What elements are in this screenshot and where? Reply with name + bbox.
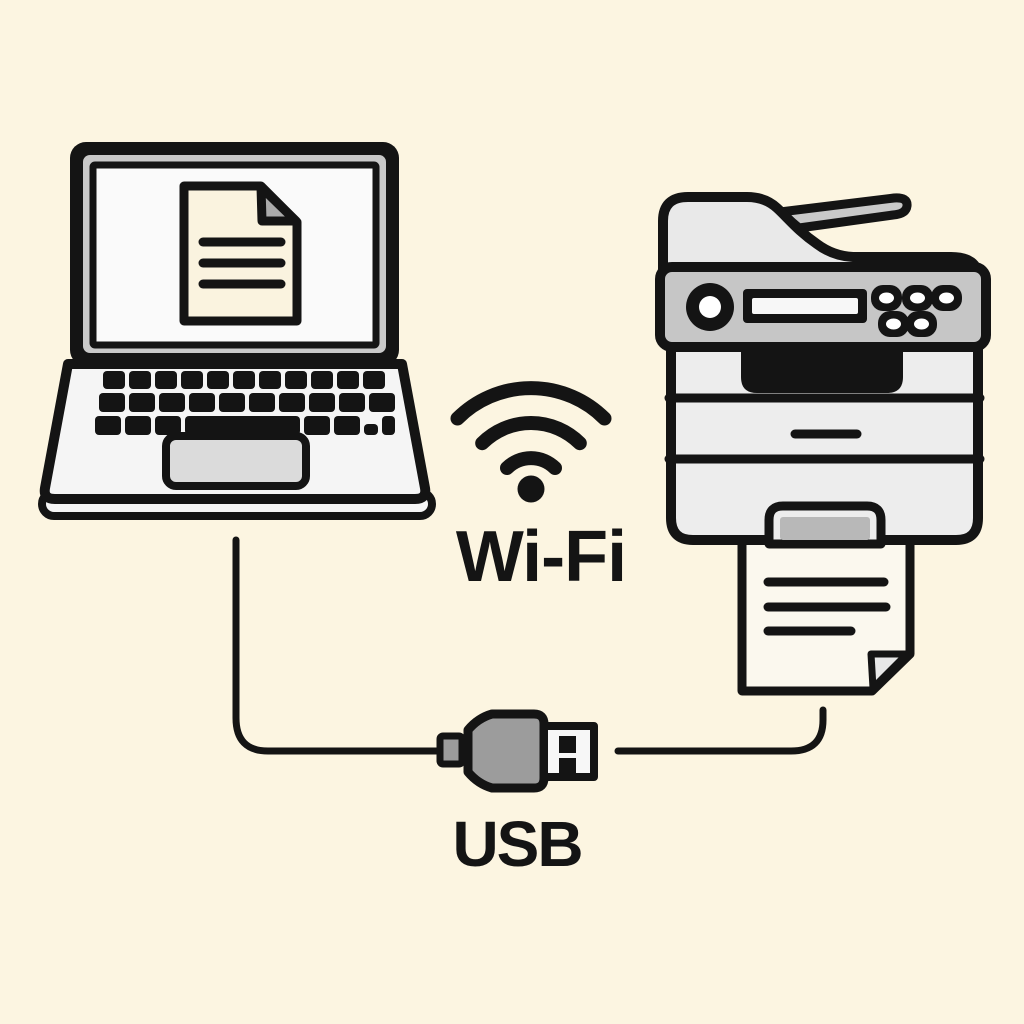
laptop-keyboard — [95, 371, 395, 435]
keyboard-key — [279, 393, 305, 412]
keyboard-spacebar — [185, 416, 300, 435]
wifi-dot — [517, 475, 545, 503]
panel-button-dot — [914, 318, 929, 330]
keyboard-key — [103, 371, 125, 389]
printer-adf-tray — [775, 193, 912, 233]
wifi-arc-inner — [500, 451, 562, 475]
panel-button-dot — [910, 292, 925, 304]
keyboard-key — [129, 393, 155, 412]
printer-display — [752, 298, 858, 314]
usb-plug-neck — [436, 732, 466, 768]
wifi-icon — [450, 381, 612, 503]
keyboard-key — [207, 371, 229, 389]
panel-button-dot — [879, 292, 894, 304]
power-button-center — [699, 296, 721, 318]
keyboard-key — [285, 371, 307, 389]
panel-button-dot — [939, 292, 954, 304]
keyboard-key — [334, 416, 360, 435]
printed-page-icon — [737, 520, 915, 696]
wifi-label: Wi-Fi — [456, 517, 626, 597]
printer-panel-buttons — [871, 285, 962, 337]
keyboard-key — [311, 371, 333, 389]
keyboard-key — [369, 393, 395, 412]
keyboard-key — [99, 393, 125, 412]
keyboard-key — [233, 371, 255, 389]
usb-plug-icon — [436, 709, 598, 793]
printer-output-tab-handle — [780, 517, 870, 540]
keyboard-key — [95, 416, 121, 435]
keyboard-key — [159, 393, 185, 412]
wifi-arc-outer — [450, 381, 612, 426]
keyboard-key — [259, 371, 281, 389]
keyboard-key — [219, 393, 245, 412]
keyboard-key — [363, 371, 385, 389]
keyboard-key — [155, 416, 181, 435]
usb-contact — [559, 736, 576, 753]
printed-page-fold — [867, 650, 911, 692]
keyboard-key — [155, 371, 177, 389]
laptop-icon — [38, 142, 436, 520]
document-icon — [179, 181, 302, 326]
keyboard-key — [337, 371, 359, 389]
printer-output-slot — [741, 340, 903, 393]
keyboard-key — [249, 393, 275, 412]
printer-icon — [655, 192, 991, 696]
laptop-trackpad — [162, 432, 310, 490]
wifi-arc-middle — [475, 415, 587, 451]
keyboard-key — [309, 393, 335, 412]
usb-plug-body — [463, 709, 549, 793]
keyboard-key — [382, 416, 395, 435]
panel-button-dot — [886, 318, 901, 330]
keyboard-key — [129, 371, 151, 389]
usb-contact — [559, 758, 576, 775]
usb-plug-metal — [540, 722, 598, 781]
document-corner-fold — [256, 182, 301, 226]
keyboard-key — [364, 424, 378, 435]
usb-label: USB — [452, 808, 581, 880]
keyboard-key — [181, 371, 203, 389]
keyboard-key — [125, 416, 151, 435]
usb-cable-right — [614, 706, 827, 755]
keyboard-key — [304, 416, 330, 435]
usb-cable-left — [232, 536, 445, 755]
keyboard-key — [189, 393, 215, 412]
keyboard-key — [339, 393, 365, 412]
